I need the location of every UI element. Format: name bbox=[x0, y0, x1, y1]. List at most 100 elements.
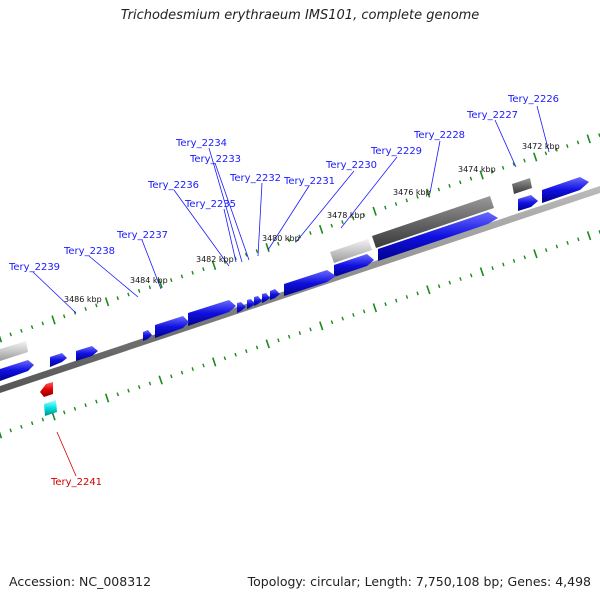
lower-row-major-tick bbox=[533, 249, 538, 259]
upper-row-minor-tick bbox=[255, 249, 259, 254]
lower-row-minor-tick bbox=[127, 388, 130, 393]
lower-row-major-tick bbox=[426, 285, 431, 295]
gene-label-tery-2238[interactable]: Tery_2238 bbox=[63, 246, 115, 257]
lower-row-minor-tick bbox=[84, 403, 87, 408]
lower-row-minor-tick bbox=[362, 309, 366, 314]
gene-tery-2234-shape[interactable] bbox=[254, 296, 262, 306]
upper-row-minor-tick bbox=[352, 216, 355, 221]
gene-label-tery-2226[interactable]: Tery_2226 bbox=[507, 94, 559, 105]
kbp-label-3482: 3482 kbp bbox=[196, 255, 234, 264]
lower-row-minor-tick bbox=[298, 331, 302, 336]
lower-row-minor-tick bbox=[330, 320, 334, 325]
lower-row-minor-tick bbox=[148, 381, 152, 386]
upper-row-minor-tick bbox=[170, 278, 173, 283]
lower-row-minor-tick bbox=[170, 374, 173, 379]
gray-feature-c[interactable] bbox=[330, 239, 372, 263]
gene-tery-2227-shape[interactable] bbox=[518, 195, 538, 211]
gene-left-shape[interactable] bbox=[0, 360, 34, 381]
gene-label-tery-2236[interactable]: Tery_2236 bbox=[147, 180, 199, 191]
gene-tery-2235b-shape[interactable] bbox=[237, 302, 246, 313]
gene-label-tery-2232[interactable]: Tery_2232 bbox=[229, 173, 281, 184]
upper-row-minor-tick bbox=[202, 267, 205, 272]
gene-label-tery-2237[interactable]: Tery_2237 bbox=[116, 230, 168, 241]
gene-tery-2238-shape[interactable] bbox=[143, 330, 152, 341]
lower-row-minor-tick bbox=[459, 277, 462, 281]
upper-row-minor-tick bbox=[148, 285, 152, 290]
lower-row-minor-tick bbox=[255, 345, 259, 350]
gray-feature-a[interactable] bbox=[512, 178, 532, 194]
gene-labels: Tery_2226 Tery_2227 Tery_2228 Tery_2229 … bbox=[8, 94, 559, 488]
lower-row-minor-tick bbox=[116, 392, 120, 397]
gray-feature-d[interactable] bbox=[0, 341, 28, 361]
lower-row-minor-tick bbox=[9, 428, 12, 433]
lower-row-minor-tick bbox=[352, 313, 355, 317]
gene-tery-2236-shape[interactable] bbox=[188, 300, 236, 326]
lower-row-minor-tick bbox=[341, 316, 344, 321]
rna-feature-shape[interactable] bbox=[44, 400, 57, 416]
upper-row-major-tick bbox=[211, 261, 217, 271]
lower-row-minor-tick bbox=[137, 385, 141, 390]
lower-row-minor-tick bbox=[277, 338, 280, 343]
leader-line-tery-2241 bbox=[56, 431, 77, 477]
gene-label-tery-2227[interactable]: Tery_2227 bbox=[466, 110, 518, 121]
gene-label-tery-2235[interactable]: Tery_2235 bbox=[184, 199, 236, 210]
upper-row-minor-tick bbox=[405, 198, 408, 203]
lower-row-minor-tick bbox=[309, 327, 312, 332]
gene-label-tery-2229[interactable]: Tery_2229 bbox=[370, 146, 422, 157]
lower-row-major-tick bbox=[158, 375, 163, 385]
gene-label-tery-2231[interactable]: Tery_2231 bbox=[283, 176, 335, 187]
upper-row-minor-tick bbox=[330, 223, 334, 228]
gene-label-tery-2239[interactable]: Tery_2239 bbox=[8, 262, 60, 273]
gene-tery-2228-shape[interactable] bbox=[378, 212, 498, 261]
gene-tery-2240-shape[interactable] bbox=[50, 353, 67, 367]
upper-row-minor-tick bbox=[84, 307, 87, 311]
upper-row-minor-tick bbox=[416, 194, 419, 199]
kbp-label-3472: 3472 kbp bbox=[522, 142, 560, 151]
gray-features bbox=[0, 178, 532, 361]
lower-row-minor-tick bbox=[234, 352, 237, 357]
upper-row-major-tick bbox=[51, 315, 56, 325]
kbp-label-3476: 3476 kbp bbox=[393, 188, 431, 197]
kbp-label-3484: 3484 kbp bbox=[130, 276, 168, 285]
upper-row-major-tick bbox=[586, 134, 591, 144]
gene-tery-2231-shape[interactable] bbox=[284, 270, 336, 296]
lower-row-major-tick bbox=[586, 231, 592, 241]
lower-row-minor-tick bbox=[405, 295, 409, 299]
upper-row-minor-tick bbox=[137, 288, 141, 293]
kbp-label-3478: 3478 kbp bbox=[327, 211, 365, 220]
gene-label-tery-2230[interactable]: Tery_2230 bbox=[325, 160, 377, 171]
gene-tery-2237-shape[interactable] bbox=[155, 316, 189, 338]
lower-row-minor-tick bbox=[502, 262, 505, 267]
gray-feature-b[interactable] bbox=[372, 196, 494, 248]
upper-row-major-tick bbox=[158, 279, 163, 289]
upper-row-minor-tick bbox=[555, 147, 558, 152]
upper-row-minor-tick bbox=[362, 212, 366, 217]
lower-row-minor-tick bbox=[395, 298, 398, 303]
upper-row-minor-tick bbox=[30, 325, 34, 330]
lower-row-major-tick bbox=[104, 393, 110, 403]
gene-tery-2226-shape[interactable] bbox=[542, 177, 589, 203]
gene-tery-2241-shape[interactable] bbox=[40, 382, 53, 397]
gene-tery-2239-shape[interactable] bbox=[76, 346, 98, 361]
gene-tery-2232-shape[interactable] bbox=[270, 289, 280, 300]
upper-row-minor-tick bbox=[394, 202, 398, 206]
gene-label-tery-2228[interactable]: Tery_2228 bbox=[413, 130, 465, 141]
lower-row-minor-tick bbox=[73, 406, 77, 411]
gene-label-tery-2234[interactable]: Tery_2234 bbox=[175, 138, 227, 149]
lower-row-major-tick bbox=[319, 321, 324, 331]
forward-genes bbox=[0, 177, 589, 381]
lower-row-major-tick bbox=[265, 339, 270, 349]
lower-row-minor-tick bbox=[577, 237, 580, 242]
upper-row-major-tick bbox=[425, 188, 431, 198]
gene-label-tery-2241[interactable]: Tery_2241 bbox=[50, 477, 102, 488]
gene-tery-2235-shape[interactable] bbox=[247, 299, 255, 309]
gene-label-tery-2233[interactable]: Tery_2233 bbox=[189, 154, 241, 165]
gene-tery-2230-shape[interactable] bbox=[334, 254, 374, 277]
upper-row-major-tick bbox=[104, 297, 110, 307]
gene-tery-2233-shape[interactable] bbox=[262, 293, 270, 303]
lower-row-minor-tick bbox=[223, 356, 227, 361]
upper-row-major-tick bbox=[479, 170, 484, 180]
lower-row-major-tick bbox=[0, 431, 3, 439]
lower-row-minor-tick bbox=[437, 284, 441, 289]
